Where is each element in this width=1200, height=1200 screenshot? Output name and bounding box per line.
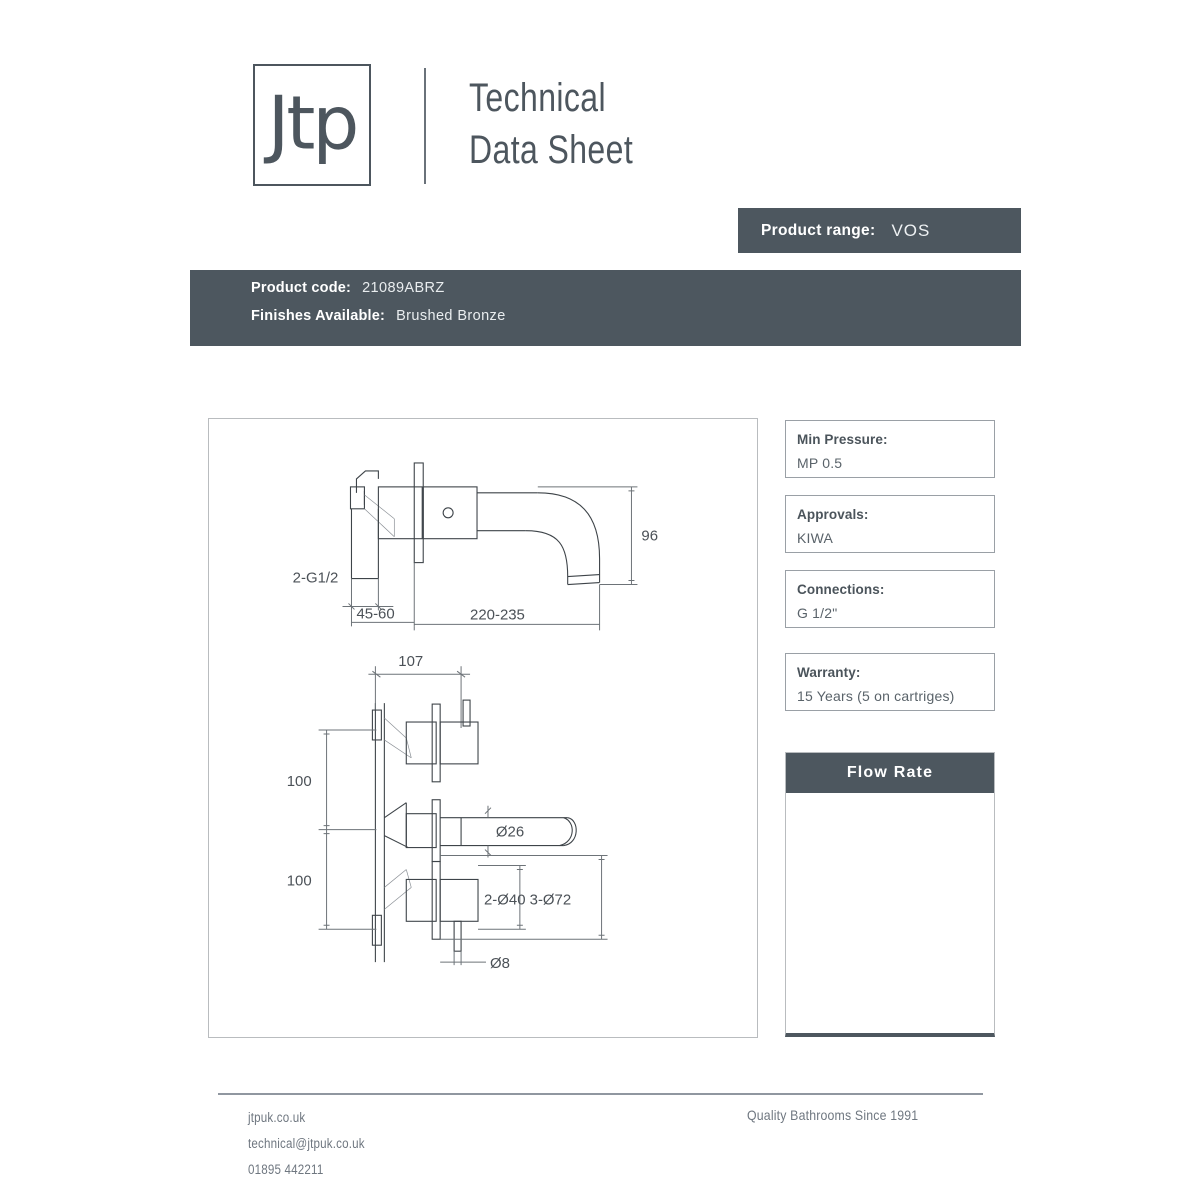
footer-tagline: Quality Bathrooms Since 1991 — [747, 1107, 919, 1123]
dim-wall-depth: 45-60 — [356, 605, 394, 622]
page-title-line-1: Technical — [469, 76, 607, 120]
product-range-bar: Product range: VOS — [738, 208, 1021, 253]
finishes-row: Finishes Available: Brushed Bronze — [251, 308, 1021, 336]
jtp-logo: Jtp — [253, 64, 371, 186]
finishes-label: Finishes Available: — [251, 308, 386, 324]
flow-rate-chart-area — [786, 793, 994, 1033]
dim-stem-dia: Ø8 — [490, 955, 510, 972]
dim-plate-width: 107 — [398, 653, 423, 670]
dim-hole-dia: 2-Ø40 3-Ø72 — [484, 891, 571, 908]
footer-email[interactable]: technical@jtpuk.co.uk — [248, 1136, 365, 1151]
spec-label-warranty: Warranty: — [797, 665, 861, 680]
footer-contact: jtpuk.co.uk technical@jtpuk.co.uk 01895 … — [248, 1105, 548, 1183]
spec-value-warranty: 15 Years (5 on cartriges) — [797, 688, 955, 704]
header-divider — [424, 68, 426, 184]
product-code-row: Product code: 21089ABRZ — [251, 280, 1021, 308]
product-code-label: Product code: — [251, 280, 352, 296]
dim-spacing-upper: 100 — [287, 773, 312, 790]
product-range-value: VOS — [891, 220, 931, 240]
technical-drawing-panel: 96 2-G1/2 45-60 220-235 — [208, 418, 758, 1038]
footer-website[interactable]: jtpuk.co.uk — [248, 1110, 306, 1125]
spec-label-approvals: Approvals: — [797, 507, 869, 522]
flow-rate-header: Flow Rate — [786, 753, 994, 793]
technical-drawing: 96 2-G1/2 45-60 220-235 — [287, 462, 658, 972]
spec-value-min-pressure: MP 0.5 — [797, 455, 843, 471]
flow-rate-title: Flow Rate — [846, 764, 934, 781]
flow-rate-panel: Flow Rate — [785, 752, 995, 1037]
front-elevation-view: 107 — [287, 653, 608, 972]
footer-phone: 01895 442211 — [248, 1162, 324, 1177]
product-info-bar: Product code: 21089ABRZ Finishes Availab… — [190, 270, 1021, 346]
spec-box-warranty: Warranty: 15 Years (5 on cartriges) — [785, 653, 995, 711]
product-range-label: Product range: — [761, 221, 876, 239]
finishes-value: Brushed Bronze — [396, 308, 506, 324]
dim-spout-dia: Ø26 — [496, 824, 524, 841]
spec-value-connections: G 1/2" — [797, 605, 838, 621]
page-title-line-2: Data Sheet — [469, 128, 634, 172]
page-title: Technical Data Sheet — [469, 72, 889, 176]
spec-box-connections: Connections: G 1/2" — [785, 570, 995, 628]
product-code-value: 21089ABRZ — [362, 280, 445, 296]
side-elevation-view: 96 2-G1/2 45-60 220-235 — [293, 462, 658, 631]
dim-projection: 220-235 — [470, 606, 525, 623]
spec-value-approvals: KIWA — [797, 530, 834, 546]
jtp-logo-text: Jtp — [267, 80, 360, 167]
spec-label-connections: Connections: — [797, 582, 885, 597]
spec-box-approvals: Approvals: KIWA — [785, 495, 995, 553]
spec-label-min-pressure: Min Pressure: — [797, 432, 888, 447]
spec-box-min-pressure: Min Pressure: MP 0.5 — [785, 420, 995, 478]
dim-height-drop: 96 — [641, 528, 658, 545]
dim-thread: 2-G1/2 — [293, 570, 339, 587]
footer-divider — [218, 1093, 983, 1095]
dim-spacing-lower: 100 — [287, 872, 312, 889]
